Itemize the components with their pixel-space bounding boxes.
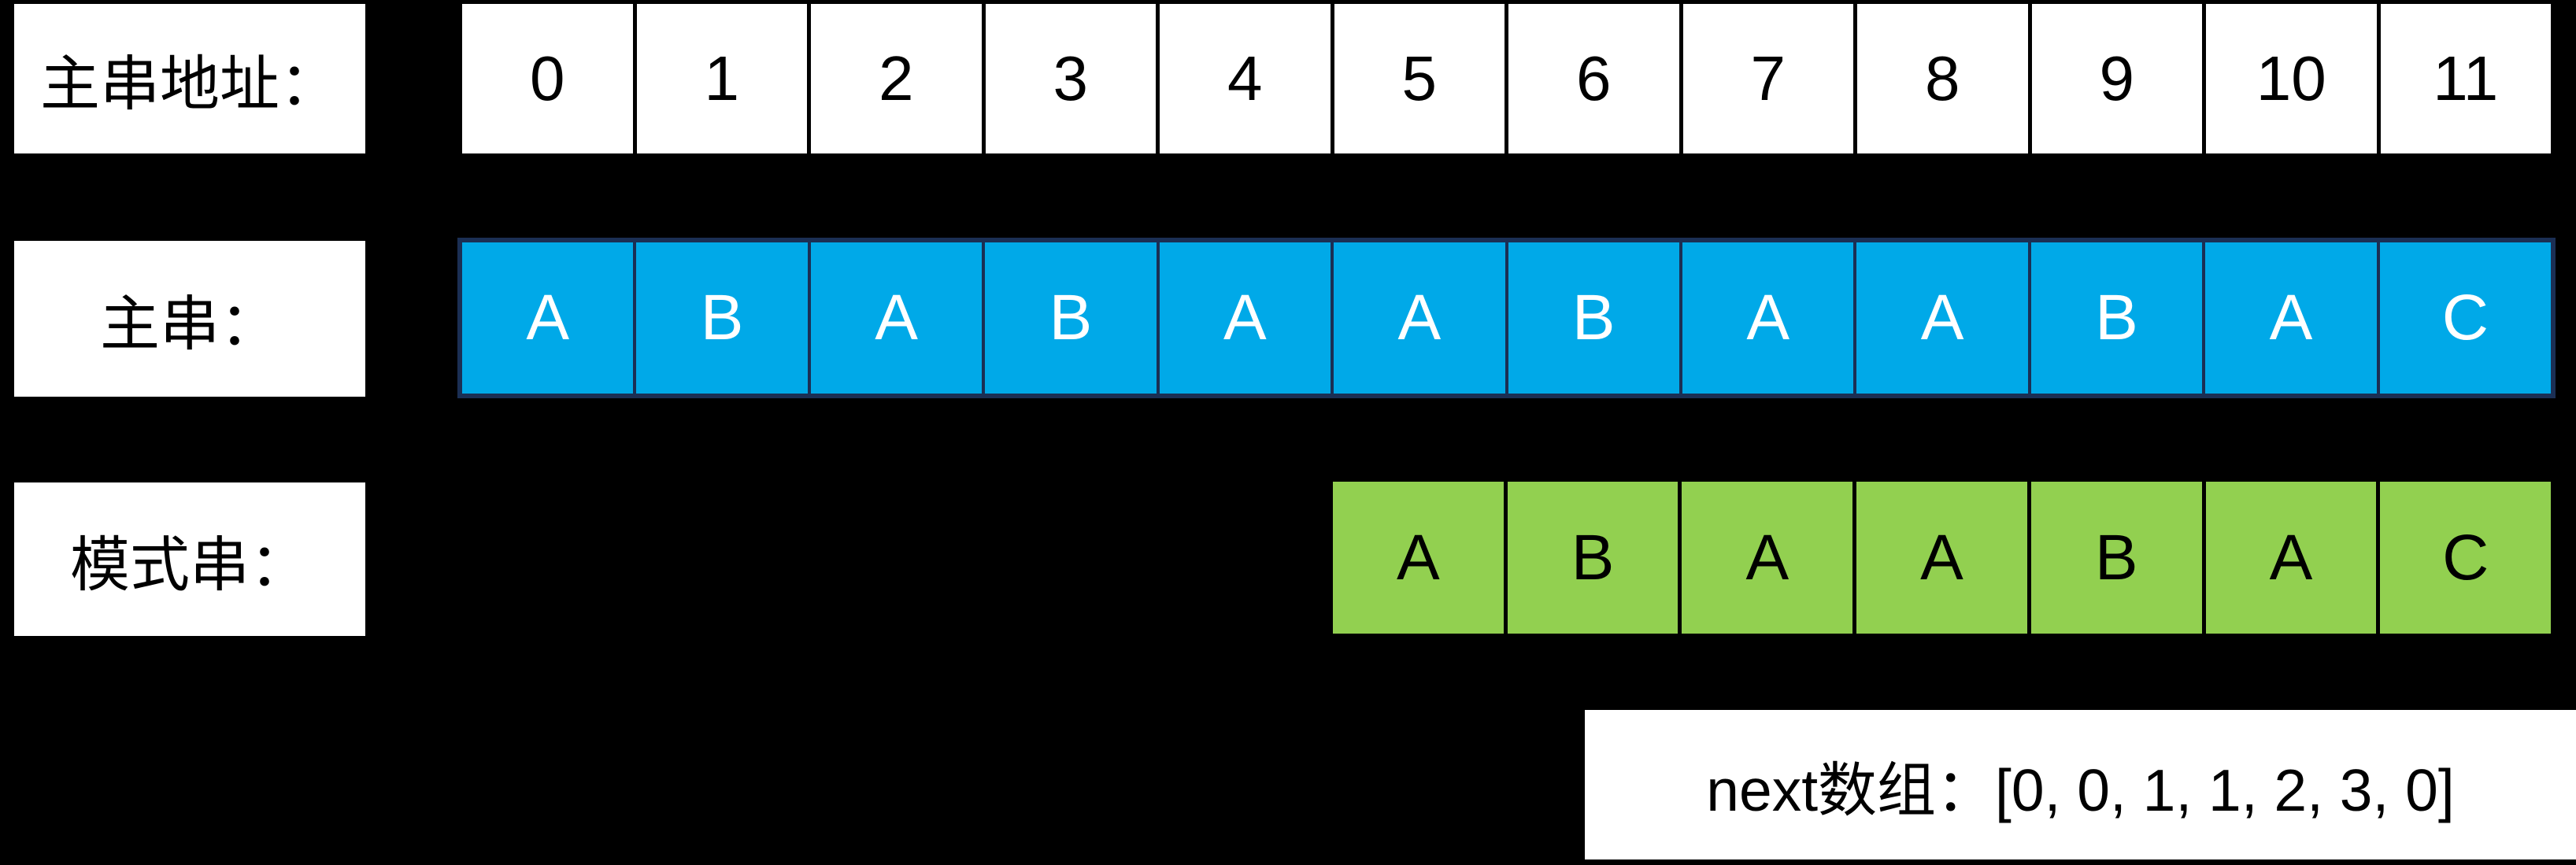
pattern-cell-6: C (2380, 482, 2552, 634)
main-cell-2: A (810, 242, 983, 394)
main-cell-0: A (462, 242, 634, 394)
main-cell-11: C (2379, 242, 2552, 394)
pattern-cell-4: B (2030, 482, 2202, 634)
pattern-string-label: 模式串： (14, 482, 365, 636)
main-cell-10: A (2205, 242, 2377, 394)
address-cell-0: 0 (462, 4, 633, 153)
address-cell-5: 5 (1334, 4, 1505, 153)
next-array-box: next数组：[0, 0, 1, 1, 2, 3, 0] (1585, 710, 2576, 859)
main-string-row: A B A B A A B A A B A C (457, 238, 2556, 398)
main-cell-4: A (1159, 242, 1331, 394)
main-cell-9: B (2030, 242, 2203, 394)
address-cell-7: 7 (1682, 4, 1853, 153)
address-cell-1: 1 (636, 4, 807, 153)
pattern-cell-0: A (1333, 482, 1504, 634)
main-cell-7: A (1682, 242, 1854, 394)
address-cell-2: 2 (811, 4, 982, 153)
address-cell-3: 3 (985, 4, 1156, 153)
main-string-address-label: 主串地址： (14, 4, 365, 153)
main-cell-1: B (636, 242, 808, 394)
main-string-label: 主串： (14, 241, 365, 397)
address-row: 0 1 2 3 4 5 6 7 8 9 10 11 (462, 4, 2551, 153)
pattern-cell-2: A (1682, 482, 1853, 634)
pattern-cell-5: A (2205, 482, 2377, 634)
pattern-string-row: A B A A B A C (1333, 482, 2552, 634)
next-array-text: next数组：[0, 0, 1, 1, 2, 3, 0] (1706, 756, 2455, 823)
main-cell-8: A (1856, 242, 2028, 394)
address-cell-11: 11 (2380, 4, 2551, 153)
pattern-cell-3: A (1856, 482, 2027, 634)
pattern-cell-1: B (1507, 482, 1678, 634)
address-cell-9: 9 (2031, 4, 2202, 153)
address-cell-6: 6 (1508, 4, 1679, 153)
main-cell-6: B (1508, 242, 1679, 394)
address-cell-10: 10 (2206, 4, 2377, 153)
address-cell-8: 8 (1857, 4, 2028, 153)
main-cell-3: B (985, 242, 1157, 394)
address-cell-4: 4 (1160, 4, 1331, 153)
main-cell-5: A (1334, 242, 1505, 394)
